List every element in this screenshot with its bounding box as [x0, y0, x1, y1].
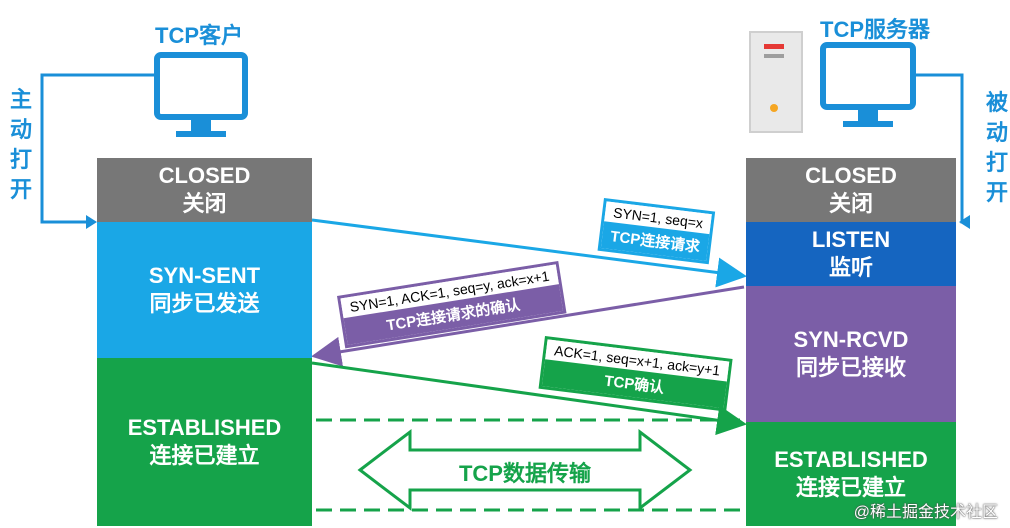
client-title: TCP客户	[155, 23, 244, 48]
client-state-syn-sent: SYN-SENT 同步已发送	[97, 222, 312, 358]
passive-open-bracket	[915, 73, 970, 229]
server-state-syn-rcvd: SYN-RCVD 同步已接收	[746, 286, 956, 422]
state-cn: 关闭	[828, 191, 873, 216]
side-char: 开	[985, 180, 1008, 205]
side-char: 打	[985, 150, 1008, 175]
state-name: LISTEN	[811, 227, 891, 252]
state-name: CLOSED	[158, 163, 251, 188]
server-state-listen: LISTEN 监听	[746, 222, 956, 286]
server-title: TCP服务器	[820, 17, 931, 42]
data-transfer-label: TCP数据传输	[458, 461, 591, 486]
side-char: 开	[9, 177, 32, 202]
state-cn: 连接已建立	[795, 475, 906, 500]
client-state-established: ESTABLISHED 连接已建立	[97, 358, 312, 526]
syn-arrow	[311, 218, 747, 288]
state-cn: 同步已接收	[795, 355, 906, 380]
state-cn: 监听	[828, 255, 873, 280]
server-tower-icon	[749, 31, 803, 133]
data-transfer-double-arrow	[357, 428, 693, 512]
ack-arrow	[311, 361, 747, 436]
client-state-closed: CLOSED 关闭	[97, 158, 312, 222]
side-char: 动	[985, 120, 1008, 145]
watermark: @稀土掘金技术社区	[853, 504, 998, 521]
side-char: 动	[9, 117, 32, 142]
client-active-open-label: 主 动 打 开	[6, 85, 36, 205]
state-name: ESTABLISHED	[774, 447, 928, 472]
server-passive-open-label: 被 动 打 开	[982, 88, 1010, 208]
state-cn: 同步已发送	[149, 291, 260, 316]
monitor-icon	[820, 42, 916, 127]
side-char: 主	[9, 87, 32, 112]
state-cn: 关闭	[182, 191, 227, 216]
active-open-bracket	[40, 73, 155, 229]
syn-ack-arrow	[311, 285, 745, 367]
state-name: SYN-SENT	[148, 263, 261, 288]
state-name: SYN-RCVD	[793, 327, 909, 352]
state-cn: 连接已建立	[149, 443, 260, 468]
state-name: ESTABLISHED	[127, 415, 282, 440]
side-char: 打	[9, 147, 32, 172]
state-name: CLOSED	[805, 163, 897, 188]
side-char: 被	[985, 90, 1008, 115]
server-state-closed: CLOSED 关闭	[746, 158, 956, 222]
monitor-icon	[154, 52, 248, 137]
server-state-established: ESTABLISHED 连接已建立	[746, 422, 956, 526]
